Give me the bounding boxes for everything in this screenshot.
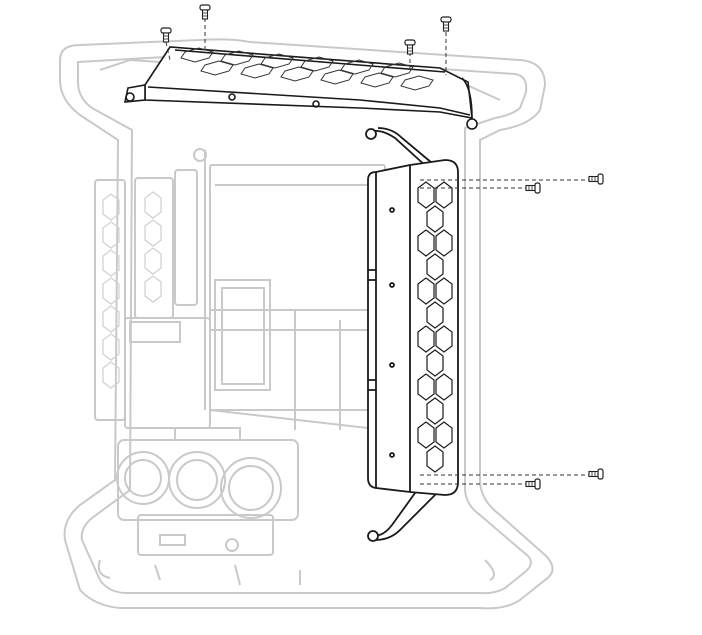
left-mesh-panel bbox=[102, 191, 162, 389]
top-bracket-mesh bbox=[180, 47, 434, 91]
side-mesh-panel bbox=[367, 159, 459, 496]
chassis-frame bbox=[59, 38, 554, 610]
side-mesh-hexes bbox=[417, 181, 453, 473]
guide-lines bbox=[165, 18, 590, 485]
top-bracket bbox=[123, 46, 478, 130]
